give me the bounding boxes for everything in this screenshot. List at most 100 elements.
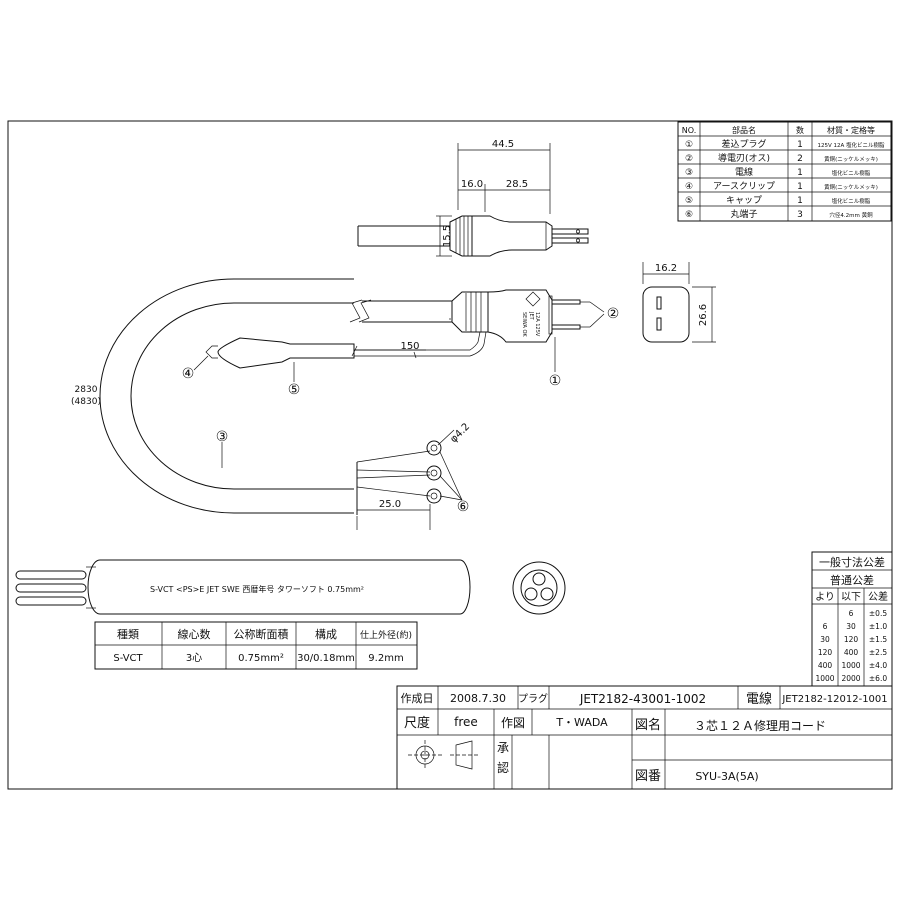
parts-row-no: ④	[685, 182, 693, 192]
tolerance-cell: 1000	[815, 674, 834, 683]
tolerance-title: 一般寸法公差	[819, 555, 885, 569]
tolerance-cell: 6	[823, 622, 828, 631]
projection-symbol	[408, 740, 478, 770]
parts-row-spec: 黄銅(ニッケルメッキ)	[824, 155, 878, 163]
number-value: SYU-3A(5A)	[695, 770, 758, 783]
dim-plug-length: 44.5	[492, 139, 514, 150]
title-block: 作成日 2008.7.30 プラグ JET2182-43001-1002 電線 …	[396, 685, 893, 790]
scale-value: free	[454, 715, 478, 729]
parts-header-qty: 数	[796, 125, 804, 135]
wire-label: 電線	[746, 691, 772, 707]
cable-detail: S-VCT <PS>E JET SWE 西暦年号 タワーソフト 0.75mm²	[15, 559, 566, 615]
dim-face-height: 26.6	[698, 304, 709, 326]
cord-assembly: JET 12A 125V SEIWA OK 150 25.0 φ4.2 2830…	[71, 278, 590, 530]
wire-value: JET2182-12012-1001	[781, 694, 887, 705]
parts-row-spec: 塩化ビニル樹脂	[832, 169, 871, 177]
drawn-label: 作図	[501, 716, 525, 730]
tolerance-table: 一般寸法公差 普通公差 より以下公差 6 ±0.5 6 30 ±1.0 30 120 ±1.5 1…	[811, 551, 893, 687]
callout-4: ④	[182, 366, 195, 382]
parts-row-name: 電線	[735, 166, 753, 178]
callout-3: ③	[216, 429, 229, 445]
parts-row-qty: 1	[797, 182, 803, 192]
callout-6: ⑥	[457, 499, 470, 515]
number-label: 図番	[635, 769, 661, 784]
name-value: ３芯１２Ａ修理用コード	[694, 718, 826, 733]
scale-label: 尺度	[404, 715, 430, 731]
parts-row-spec: 塩化ビニル樹脂	[832, 197, 871, 205]
cable-spec-header: 構成	[315, 628, 337, 641]
parts-row-no: ①	[685, 140, 693, 150]
callout-1: ①	[549, 373, 562, 389]
cable-spec-header: 仕上外径(約)	[360, 629, 412, 641]
dim-strip-length: 25.0	[379, 499, 401, 510]
tolerance-cell: 30	[846, 622, 856, 631]
plug-face-view: 16.2 26.6	[642, 262, 716, 343]
parts-row-no: ⑤	[685, 196, 693, 206]
dim-plug-height: 15.5	[442, 225, 453, 247]
parts-header-name: 部品名	[732, 125, 756, 135]
tolerance-cell: 400	[818, 661, 833, 670]
dim-cord-length-alt: (4830)	[71, 397, 101, 407]
parts-row-name: 丸端子	[730, 208, 757, 220]
parts-row-spec: 125V 12A 塩化ビニル樹脂	[817, 141, 885, 149]
cable-spec-header: 線心数	[178, 627, 211, 641]
dim-face-width: 16.2	[655, 263, 677, 274]
tolerance-cell: 30	[820, 635, 830, 644]
tolerance-cell: ±1.0	[869, 622, 887, 631]
approve-label-1: 承	[497, 741, 509, 755]
parts-row-spec: 穴径4.2mm 黄銅	[829, 211, 873, 219]
tolerance-cell: 2000	[841, 674, 860, 683]
cable-spec-value: 3心	[186, 652, 202, 664]
tolerance-header: 公差	[868, 590, 888, 603]
cable-spec-value: 9.2mm	[368, 653, 403, 664]
parts-row-spec: 黄銅(ニッケルメッキ)	[824, 183, 878, 191]
plug-marking-maker: SEIWA OK	[521, 312, 527, 337]
parts-row-name: 導電刃(オス)	[718, 152, 770, 164]
parts-row-qty: 2	[797, 154, 803, 164]
created-label: 作成日	[401, 692, 434, 705]
cable-spec-header: 公称断面積	[234, 627, 289, 641]
callouts: ① ② ③ ④ ⑤ ⑥	[182, 301, 620, 515]
cable-spec-value: 30/0.18mm	[297, 653, 355, 664]
plug-marking-jet: JET	[528, 311, 534, 321]
parts-row-qty: 1	[797, 196, 803, 206]
tolerance-header: 以下	[841, 592, 861, 603]
tolerance-cell: ±1.5	[869, 635, 887, 644]
tolerance-cell: 400	[844, 648, 859, 657]
tolerance-subtitle: 普通公差	[830, 573, 874, 587]
tolerance-cell: 6	[849, 609, 854, 618]
approve-label-2: 認	[497, 760, 509, 775]
tolerance-cell: ±0.5	[869, 609, 887, 618]
parts-row-name: 差込プラグ	[721, 138, 766, 150]
tolerance-cell: ±2.5	[869, 648, 887, 657]
plug-side-view	[357, 215, 589, 257]
plug-value: JET2182-43001-1002	[579, 692, 706, 706]
callout-2: ②	[607, 306, 620, 322]
tolerance-cell: ±4.0	[869, 661, 887, 670]
parts-row-name: アースクリップ	[713, 181, 775, 192]
callout-5: ⑤	[288, 382, 301, 398]
parts-row-qty: 3	[797, 210, 803, 220]
parts-header-spec: 材質・定格等	[827, 125, 875, 135]
plug-dimensions: 44.5 16.0 28.5 15.5	[436, 139, 551, 257]
parts-row-no: ③	[685, 168, 693, 178]
parts-row-name: キャップ	[726, 195, 762, 206]
name-label: 図名	[635, 717, 661, 733]
tolerance-cell: 120	[844, 635, 859, 644]
cable-spec-value: S-VCT	[113, 653, 143, 664]
cable-print-text: S-VCT <PS>E JET SWE 西暦年号 タワーソフト 0.75mm²	[150, 584, 364, 594]
plug-marking-rating: 12A 125V	[534, 312, 540, 337]
drawn-value: T・WADA	[555, 716, 608, 729]
created-value: 2008.7.30	[450, 692, 506, 705]
dim-earth-lead: 150	[400, 341, 419, 352]
tolerance-cell: 120	[818, 648, 833, 657]
dim-plug-body: 16.0	[461, 179, 483, 190]
tolerance-cell: 1000	[841, 661, 860, 670]
dim-plug-grip: 28.5	[506, 179, 528, 190]
dim-cord-length: 2830	[75, 385, 98, 395]
tolerance-header: より	[815, 591, 835, 603]
parts-row-no: ②	[685, 154, 693, 164]
